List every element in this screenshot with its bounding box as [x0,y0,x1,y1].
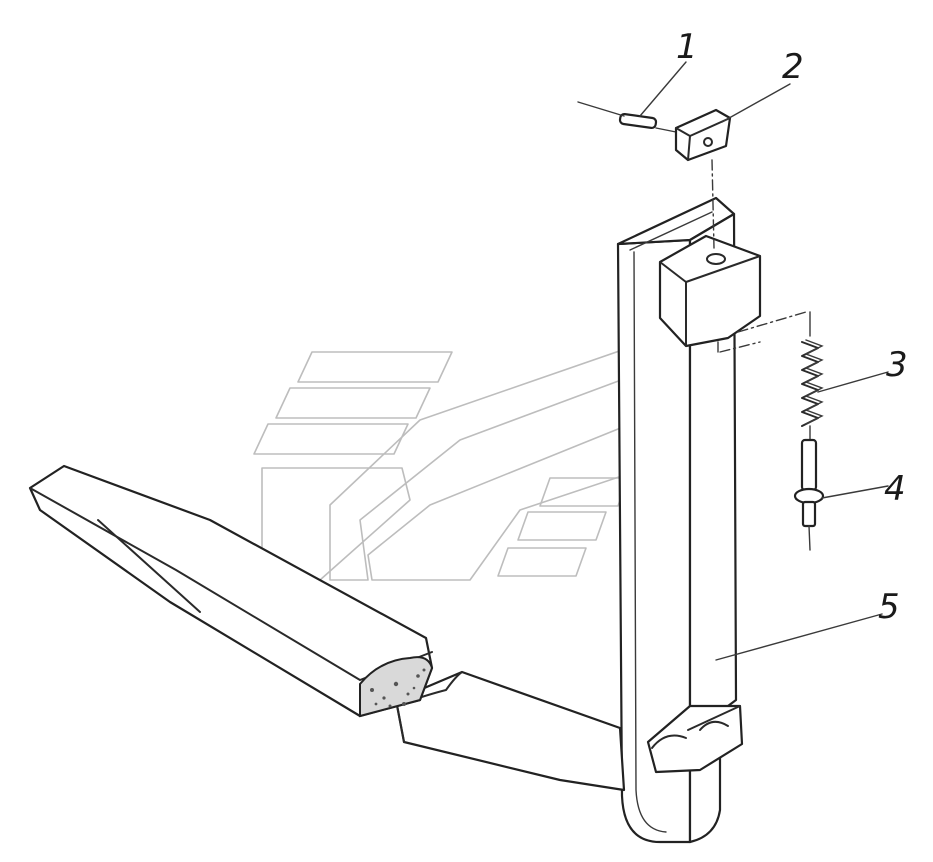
leader-lines [639,61,889,661]
upper-hook-block [658,234,762,348]
latch-block-part [674,108,732,162]
pin-part [577,101,677,133]
fork-blade-root [394,670,626,792]
fork-blade-tip [28,464,434,718]
callout-5: 5 [878,587,900,627]
spring-part [801,339,824,441]
fork-shank [616,196,738,844]
callout-4: 4 [884,469,906,509]
lower-hook-block [646,704,744,774]
callout-2: 2 [782,47,804,87]
callout-1: 1 [676,27,698,67]
callout-3: 3 [886,345,908,385]
watermark-logo [253,329,681,581]
plunger-part [793,438,825,551]
assembly-axis-lines [711,159,811,353]
